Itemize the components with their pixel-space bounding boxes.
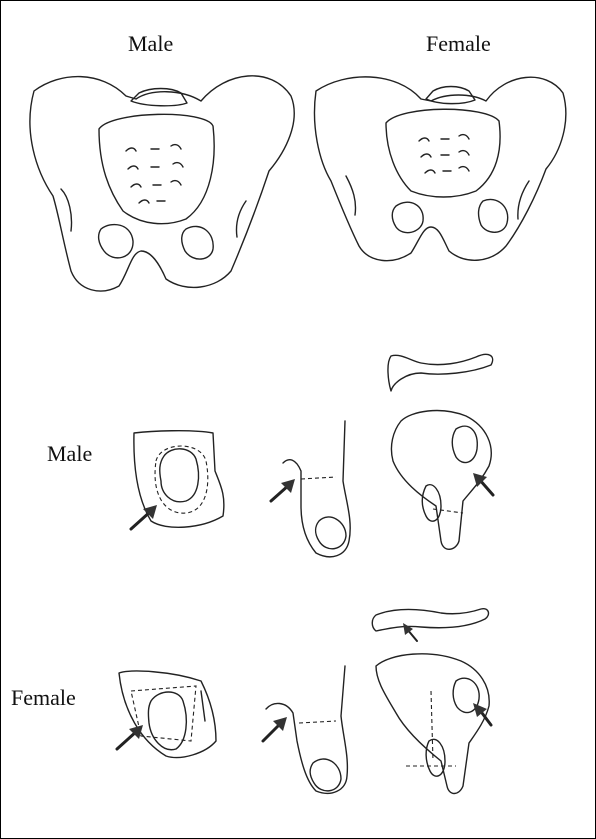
female-ilium-detail	[372, 609, 489, 794]
arrow-male-obturator	[131, 505, 157, 529]
female-obturator-detail	[119, 671, 216, 757]
arrow-male-ilium	[473, 473, 493, 495]
male-pelvis-drawing	[30, 76, 294, 291]
female-sciatic-detail	[266, 666, 347, 793]
male-sciatic-detail	[283, 421, 350, 557]
male-ilium-detail	[388, 354, 493, 549]
female-pelvis-drawing	[314, 77, 565, 261]
arrow-female-ilium-crest	[403, 623, 417, 641]
arrow-female-sciatic	[263, 717, 287, 741]
arrow-male-sciatic	[271, 479, 295, 501]
arrow-female-obturator	[117, 725, 143, 749]
